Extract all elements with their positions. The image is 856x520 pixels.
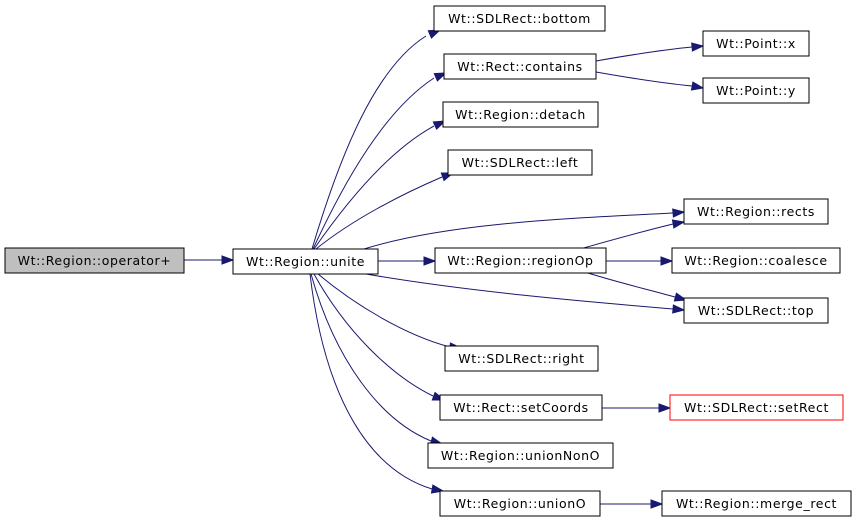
node-region-uniono[interactable]: Wt::Region::unionO <box>439 490 601 517</box>
arrowhead-region-detach <box>432 120 447 131</box>
arrowhead-region-regionop <box>423 256 437 266</box>
node-region-rects[interactable]: Wt::Region::rects <box>683 198 829 225</box>
node-label: Wt::Region::rects <box>697 204 815 219</box>
edge-unite-to-sdl-bottom <box>311 35 427 250</box>
node-label: Wt::Region::detach <box>455 107 586 122</box>
node-label: Wt::Rect::contains <box>457 59 582 74</box>
node-label: Wt::SDLRect::top <box>698 303 814 318</box>
node-sdl-left[interactable]: Wt::SDLRect::left <box>447 149 593 176</box>
node-label: Wt::Point::y <box>716 83 796 98</box>
edge-unite-to-sdl-right <box>317 273 451 348</box>
edge-unite-to-region-rects <box>363 212 674 250</box>
node-label: Wt::Region::coalesce <box>684 253 827 268</box>
edge-unite-to-region-unionnono <box>310 273 432 442</box>
arrowhead-rect-contains <box>433 72 448 82</box>
node-label: Wt::Region::unite <box>246 254 365 269</box>
node-region-detach[interactable]: Wt::Region::detach <box>442 101 599 128</box>
edge-unite-to-sdl-top <box>365 273 674 310</box>
arrowhead-region-coalesce <box>660 256 674 266</box>
arrowhead-point-x <box>691 42 705 52</box>
node-label: Wt::SDLRect::bottom <box>448 11 591 26</box>
edge-unite-to-sdl-left <box>315 176 443 250</box>
edge-rect-contains-to-point-x <box>595 46 693 62</box>
node-region-merge-rect[interactable]: Wt::Region::merge_rect <box>661 490 852 517</box>
node-label: Wt::Point::x <box>716 36 796 51</box>
edge-region-regionop-to-sdl-top <box>587 272 676 298</box>
node-sdl-setrect[interactable]: Wt::SDLRect::setRect <box>669 394 844 421</box>
node-label: Wt::SDLRect::right <box>458 351 584 366</box>
arrowhead-sdl-setrect <box>658 403 672 413</box>
node-sdl-right[interactable]: Wt::SDLRect::right <box>444 345 599 372</box>
node-sdl-bottom[interactable]: Wt::SDLRect::bottom <box>433 5 606 32</box>
arrowhead-region-rects <box>672 208 686 218</box>
edge-unite-to-rect-contains <box>312 77 435 250</box>
arrowhead-sdl-top <box>672 304 686 314</box>
node-label: Wt::Region::operator+ <box>18 253 172 268</box>
edges-layer <box>184 29 705 509</box>
node-region-coalesce[interactable]: Wt::Region::coalesce <box>671 247 841 274</box>
node-sdl-top[interactable]: Wt::SDLRect::top <box>683 297 829 324</box>
edge-unite-to-rect-setcoords <box>313 273 434 397</box>
node-region-unionnono[interactable]: Wt::Region::unionNonO <box>427 442 614 469</box>
node-label: Wt::SDLRect::setRect <box>684 400 829 415</box>
edge-region-regionop-to-region-rects <box>579 223 674 250</box>
node-unite[interactable]: Wt::Region::unite <box>232 248 379 275</box>
arrowhead-region-merge-rect <box>650 499 664 509</box>
arrowhead-region-rects <box>671 219 686 229</box>
edge-unite-to-region-uniono <box>309 273 433 490</box>
node-point-x[interactable]: Wt::Point::x <box>702 30 810 57</box>
arrowhead-unite <box>221 255 235 265</box>
edge-unite-to-region-detach <box>313 125 435 250</box>
node-label: Wt::Rect::setCoords <box>453 400 589 415</box>
node-label: Wt::Region::merge_rect <box>676 496 837 511</box>
node-label: Wt::SDLRect::left <box>462 155 579 170</box>
node-label: Wt::Region::unionNonO <box>441 448 600 463</box>
node-point-y[interactable]: Wt::Point::y <box>702 77 810 104</box>
arrowhead-point-y <box>690 81 705 91</box>
node-region-regionop[interactable]: Wt::Region::regionOp <box>434 247 607 274</box>
edge-rect-contains-to-point-y <box>595 71 693 87</box>
arrowhead-sdl-top <box>673 292 688 302</box>
node-label: Wt::Region::unionO <box>454 496 586 511</box>
nodes-layer: Wt::Region::operator+ Wt::Region::unite … <box>4 5 852 517</box>
node-operator-plus[interactable]: Wt::Region::operator+ <box>4 247 185 274</box>
node-rect-contains[interactable]: Wt::Rect::contains <box>443 53 597 80</box>
node-label: Wt::Region::regionOp <box>447 253 593 268</box>
node-rect-setcoords[interactable]: Wt::Rect::setCoords <box>439 394 603 421</box>
